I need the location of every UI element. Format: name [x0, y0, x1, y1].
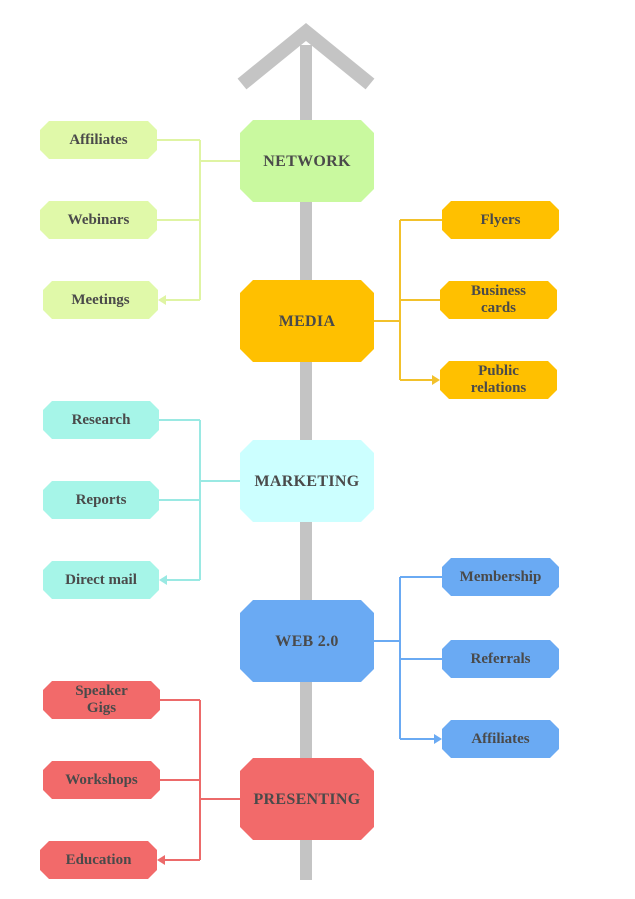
presenting-leaf-2-label: Workshops	[65, 771, 138, 788]
web-node-label: WEB 2.0	[275, 632, 339, 650]
presenting-leaf-3-label: Education	[65, 851, 132, 868]
media-leaf-3-arrow-icon	[432, 375, 440, 385]
media-leaf-1-label: Flyers	[480, 211, 521, 228]
marketing-leaf-1	[43, 401, 159, 439]
web-leaf-3-arrow-icon	[434, 734, 442, 744]
web-leaf-2-label: Referrals	[470, 650, 531, 667]
web-leaf-1-label: Membership	[459, 568, 542, 585]
media-leaf-2-label: Business cards	[470, 283, 527, 316]
node-shapes	[40, 120, 559, 879]
marketing-leaf-3-label: Direct mail	[65, 571, 137, 588]
marketing-leaf-2	[43, 481, 159, 519]
connector-lines	[157, 139, 442, 865]
presenting-leaf-3-arrow-icon	[157, 855, 165, 865]
network-node	[240, 120, 374, 202]
web-leaf-1	[442, 558, 559, 596]
media-leaf-1	[442, 201, 559, 239]
presenting-leaf-1-label: Speaker Gigs	[75, 683, 128, 716]
marketing-leaf-3	[43, 561, 159, 599]
marketing-leaf-3-arrow-icon	[159, 575, 167, 585]
media-node-label: MEDIA	[278, 312, 336, 330]
marketing-node-label: MARKETING	[254, 472, 360, 490]
web-leaf-3	[442, 720, 559, 758]
media-node	[240, 280, 374, 362]
presenting-leaf-2	[43, 761, 160, 799]
web-leaf-2	[442, 640, 559, 678]
network-leaf-1	[40, 121, 157, 159]
web-node	[240, 600, 374, 682]
presenting-node	[240, 758, 374, 840]
up-arrow-icon	[237, 22, 375, 90]
network-node-label: NETWORK	[263, 152, 351, 170]
presenting-node-label: PRESENTING	[253, 790, 361, 808]
network-leaf-2	[40, 201, 157, 239]
marketing-leaf-1-label: Research	[71, 411, 131, 428]
presenting-leaf-3	[40, 841, 157, 879]
marketing-node	[240, 440, 374, 522]
media-leaf-2	[440, 281, 557, 319]
network-leaf-3	[43, 281, 158, 319]
web-leaf-3-label: Affiliates	[471, 730, 530, 747]
network-leaf-3-label: Meetings	[71, 291, 130, 308]
media-leaf-3	[440, 361, 557, 399]
network-leaf-1-label: Affiliates	[69, 131, 128, 148]
marketing-leaf-2-label: Reports	[75, 491, 127, 508]
media-leaf-3-label: Public relations	[470, 363, 527, 396]
network-leaf-2-label: Webinars	[67, 211, 130, 228]
network-leaf-3-arrow-icon	[158, 295, 166, 305]
presenting-leaf-1	[43, 681, 160, 719]
